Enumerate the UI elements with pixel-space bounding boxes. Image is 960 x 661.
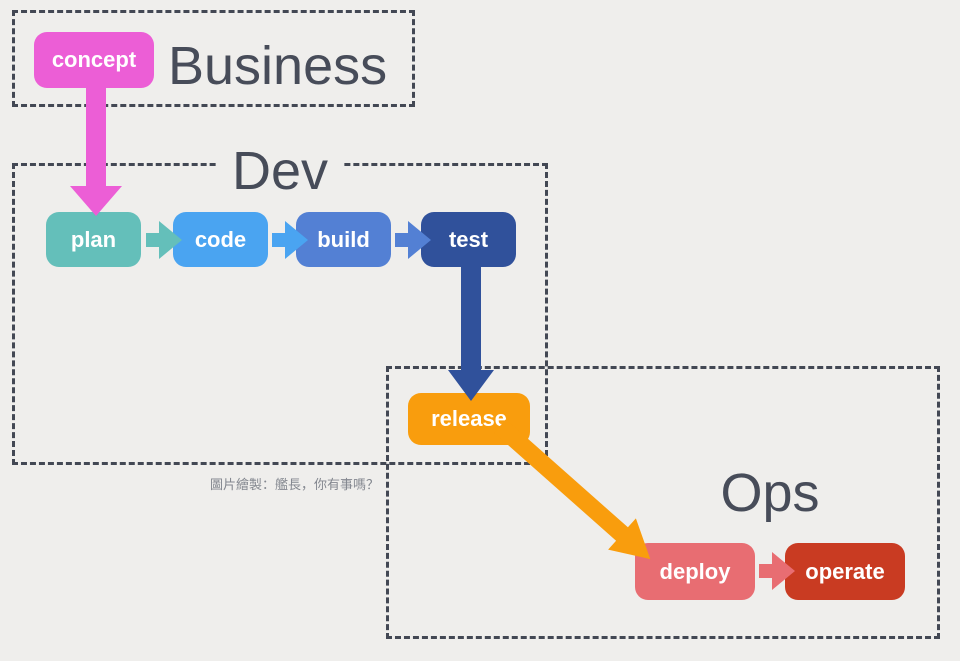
group-title-dev: Dev [216,144,344,198]
node-plan-label: plan [70,226,117,252]
node-deploy-label: deploy [659,558,731,584]
node-operate-label: operate [805,558,885,584]
node-plan: plan [46,212,141,267]
group-title-business: Business [168,36,388,96]
group-box-business [12,10,415,107]
node-concept: concept [34,32,154,88]
caption: 圖片繪製：艦長，你有事嗎？ [210,477,380,492]
node-test: test [421,212,516,267]
group-title-ops: Ops [720,463,820,523]
node-test-label: test [448,226,489,252]
node-operate: operate [785,543,905,600]
node-build-label: build [317,226,370,252]
node-build: build [296,212,391,267]
group-box-ops [386,366,940,639]
node-concept-label: concept [51,47,137,72]
node-code-label: code [194,226,247,252]
node-release-label: release [431,406,507,431]
node-release: release [408,393,530,445]
node-deploy: deploy [635,543,755,600]
node-code: code [173,212,268,267]
